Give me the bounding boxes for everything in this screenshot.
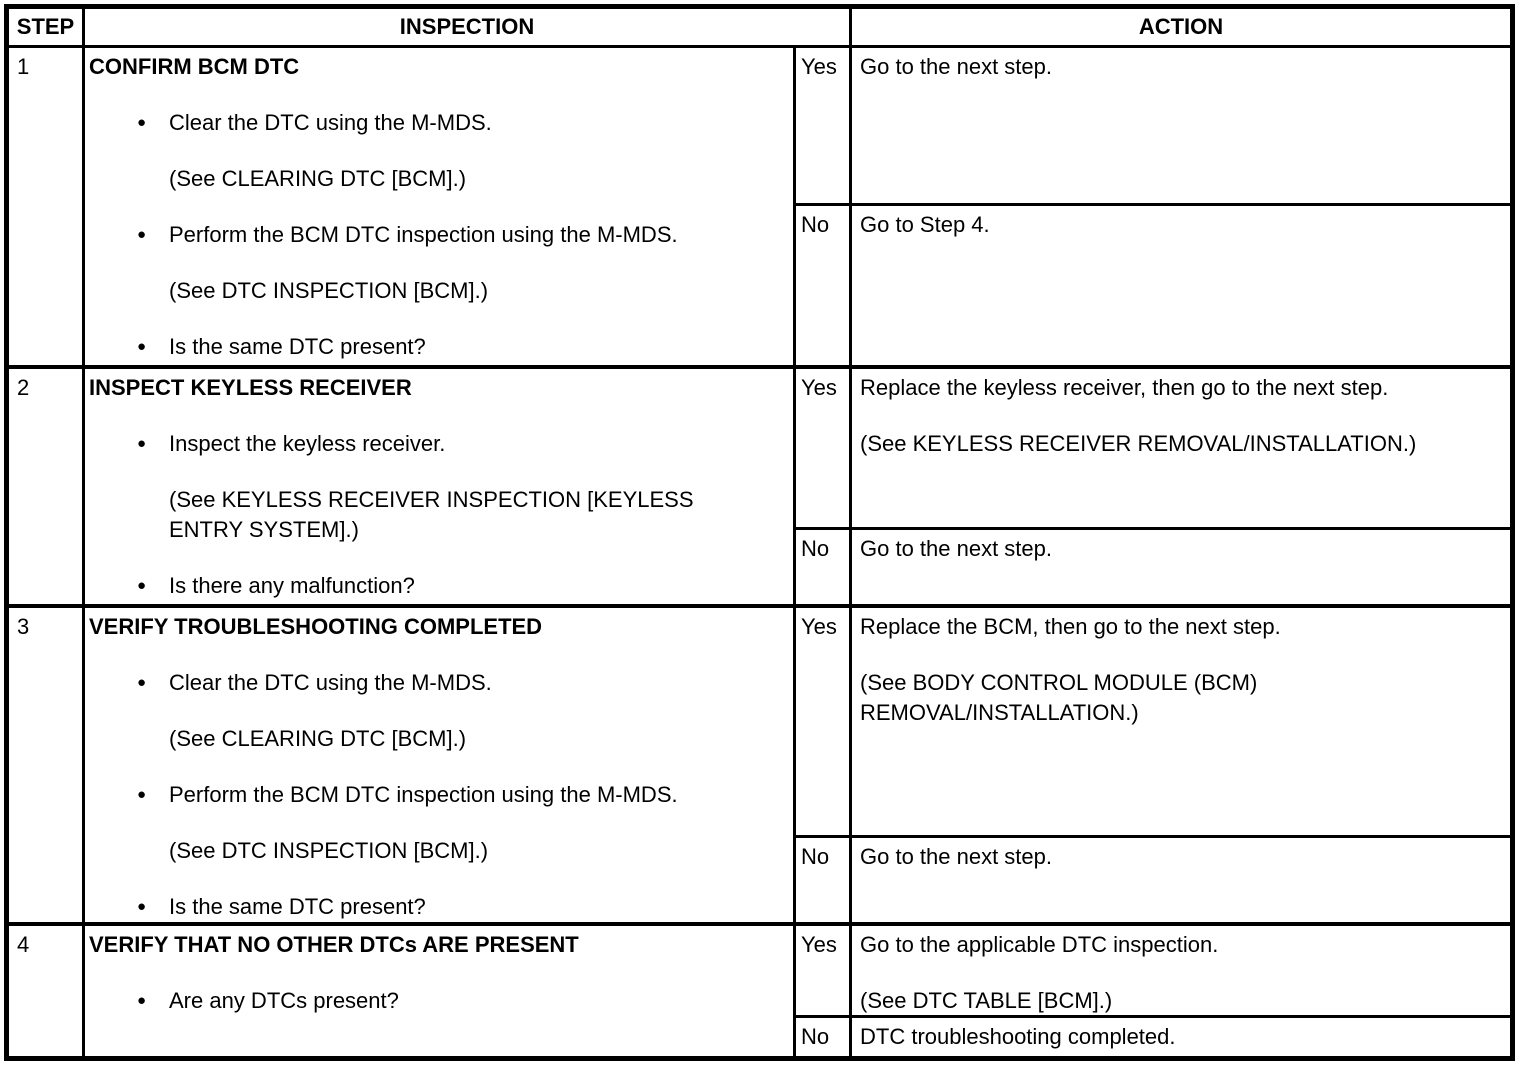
bullet-text: Clear the DTC using the M-MDS. [169, 110, 492, 135]
action-cell-group: Yes Go to the next step. No Go to Step 4… [796, 48, 1510, 365]
bullet-text: Perform the BCM DTC inspection using the… [169, 222, 678, 247]
bullet-icon: ● [137, 114, 147, 131]
no-label: No [796, 838, 852, 922]
header-action: ACTION [1138, 14, 1224, 39]
inspection-title: INSPECT KEYLESS RECEIVER [89, 375, 412, 400]
inspection-title: VERIFY THAT NO OTHER DTCs ARE PRESENT [89, 932, 579, 957]
bullet-icon: ● [137, 898, 147, 915]
bullet-item: ● Inspect the keyless receiver. [89, 429, 785, 459]
table-row-step-3: 3 VERIFY TROUBLESHOOTING COMPLETED ● Clea… [9, 608, 1510, 926]
bullet-text: Are any DTCs present? [169, 988, 399, 1013]
action-line: Go to the applicable DTC inspection. [860, 932, 1219, 957]
inspection-cell: VERIFY TROUBLESHOOTING COMPLETED ● Clear … [85, 608, 796, 922]
action-cell: Go to Step 4. [852, 206, 1510, 365]
note-item: (See DTC INSPECTION [BCM].) [169, 838, 489, 863]
yes-label: Yes [796, 369, 852, 527]
action-line: Go to the next step. [860, 54, 1053, 79]
table-row-step-1: 1 CONFIRM BCM DTC ● Clear the DTC using t… [9, 48, 1510, 369]
action-cell: Replace the keyless receiver, then go to… [852, 369, 1510, 527]
bullet-text: Clear the DTC using the M-MDS. [169, 670, 492, 695]
bullet-text: Is there any malfunction? [169, 573, 415, 598]
bullet-item: ● Perform the BCM DTC inspection using th… [89, 780, 785, 810]
bullet-text: Is the same DTC present? [169, 334, 426, 359]
yes-label: Yes [796, 48, 852, 203]
yes-sub-row: Yes Replace the keyless receiver, then g… [796, 369, 1510, 530]
inspection-cell: VERIFY THAT NO OTHER DTCs ARE PRESENT ● A… [85, 926, 796, 1056]
yes-sub-row: Yes Go to the applicable DTC inspection.… [796, 926, 1510, 1018]
bullet-icon: ● [137, 435, 147, 452]
bullet-icon: ● [137, 338, 147, 355]
table-row-step-4: 4 VERIFY THAT NO OTHER DTCs ARE PRESENT … [9, 926, 1510, 1056]
bullet-text: Perform the BCM DTC inspection using the… [169, 782, 678, 807]
bullet-item: ● Is the same DTC present? [89, 892, 785, 922]
action-cell: Go to the next step. [852, 48, 1510, 203]
action-line: Go to the next step. [860, 844, 1053, 869]
yes-sub-row: Yes Replace the BCM, then go to the next… [796, 608, 1510, 838]
bullet-text: Inspect the keyless receiver. [169, 431, 446, 456]
bullet-text: Is the same DTC present? [169, 894, 426, 919]
no-sub-row: No Go to the next step. [796, 530, 1510, 604]
action-cell: Go to the applicable DTC inspection. (Se… [852, 926, 1510, 1015]
inspection-title: VERIFY TROUBLESHOOTING COMPLETED [89, 614, 543, 639]
no-label: No [796, 1018, 852, 1056]
action-cell: DTC troubleshooting completed. [852, 1018, 1510, 1056]
action-line: (See KEYLESS RECEIVER REMOVAL/INSTALLATI… [860, 431, 1417, 456]
action-line: (See BODY CONTROL MODULE (BCM) REMOVAL/I… [860, 670, 1258, 725]
no-sub-row: No Go to the next step. [796, 838, 1510, 922]
bullet-item: ● Clear the DTC using the M-MDS. [89, 668, 785, 698]
no-label: No [796, 206, 852, 365]
step-number: 4 [9, 926, 85, 1056]
action-line: Go to the next step. [860, 536, 1053, 561]
header-step: STEP [9, 9, 85, 45]
bullet-item: ● Is the same DTC present? [89, 332, 785, 362]
action-cell: Replace the BCM, then go to the next ste… [852, 608, 1510, 835]
action-cell: Go to the next step. [852, 838, 1510, 922]
header-inspection: INSPECTION [85, 9, 852, 45]
action-line: DTC troubleshooting completed. [860, 1024, 1176, 1049]
bullet-icon: ● [137, 786, 147, 803]
bullet-item: ● Is there any malfunction? [89, 571, 785, 601]
bullet-icon: ● [137, 577, 147, 594]
bullet-item: ● Perform the BCM DTC inspection using th… [89, 220, 785, 250]
action-line: (See DTC TABLE [BCM].) [860, 988, 1113, 1013]
bullet-item: ● Are any DTCs present? [89, 986, 785, 1016]
bullet-icon: ● [137, 992, 147, 1009]
no-sub-row: No Go to Step 4. [796, 206, 1510, 365]
step-number: 3 [9, 608, 85, 922]
action-line: Go to Step 4. [860, 212, 990, 237]
step-number: 1 [9, 48, 85, 365]
bullet-item: ● Clear the DTC using the M-MDS. [89, 108, 785, 138]
action-line: Replace the BCM, then go to the next ste… [860, 614, 1281, 639]
note-item: (See CLEARING DTC [BCM].) [169, 166, 467, 191]
table-header-row: STEP INSPECTION ACTION [9, 9, 1510, 48]
no-sub-row: No DTC troubleshooting completed. [796, 1018, 1510, 1056]
yes-label: Yes [796, 608, 852, 835]
action-cell: Go to the next step. [852, 530, 1510, 604]
yes-label: Yes [796, 926, 852, 1015]
action-cell-group: Yes Replace the BCM, then go to the next… [796, 608, 1510, 922]
note-item: (See DTC INSPECTION [BCM].) [169, 278, 489, 303]
action-cell-group: Yes Go to the applicable DTC inspection.… [796, 926, 1510, 1056]
bullet-icon: ● [137, 674, 147, 691]
troubleshooting-table: STEP INSPECTION ACTION 1 CONFIRM BCM DTC… [4, 4, 1515, 1061]
yes-sub-row: Yes Go to the next step. [796, 48, 1510, 206]
inspection-cell: CONFIRM BCM DTC ● Clear the DTC using the… [85, 48, 796, 365]
action-cell-group: Yes Replace the keyless receiver, then g… [796, 369, 1510, 604]
inspection-title: CONFIRM BCM DTC [89, 54, 300, 79]
no-label: No [796, 530, 852, 604]
action-line: Replace the keyless receiver, then go to… [860, 375, 1389, 400]
table-row-step-2: 2 INSPECT KEYLESS RECEIVER ● Inspect the … [9, 369, 1510, 608]
note-item: (See KEYLESS RECEIVER INSPECTION [KEYLES… [169, 487, 694, 542]
step-number: 2 [9, 369, 85, 604]
bullet-icon: ● [137, 226, 147, 243]
note-item: (See CLEARING DTC [BCM].) [169, 726, 467, 751]
inspection-cell: INSPECT KEYLESS RECEIVER ● Inspect the ke… [85, 369, 796, 604]
